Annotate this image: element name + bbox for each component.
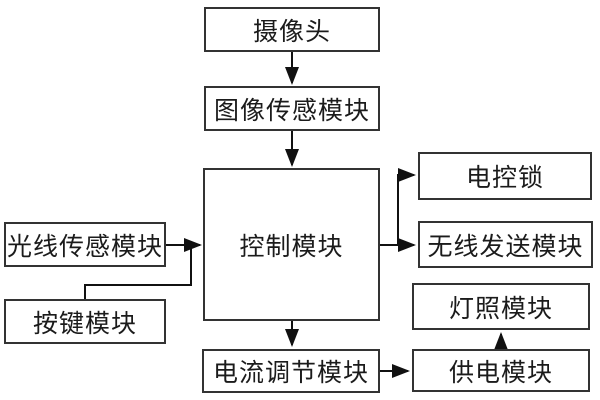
node-lighting-module: 灯照模块 [412, 283, 590, 330]
node-light-sensor-module: 光线传感模块 [4, 222, 166, 267]
node-power-supply-module: 供电模块 [412, 349, 590, 392]
node-button-module: 按键模块 [4, 299, 166, 344]
node-electric-lock: 电控锁 [418, 152, 592, 200]
line-button-to-control [84, 246, 192, 299]
arrow-control-to-electric-lock [397, 168, 416, 245]
node-image-sensor-module: 图像传感模块 [204, 86, 380, 131]
node-wireless-transmit-module: 无线发送模块 [418, 221, 593, 268]
node-current-regulation-module: 电流调节模块 [202, 349, 380, 393]
node-camera: 摄像头 [204, 7, 380, 52]
node-control-module: 控制模块 [203, 168, 380, 321]
